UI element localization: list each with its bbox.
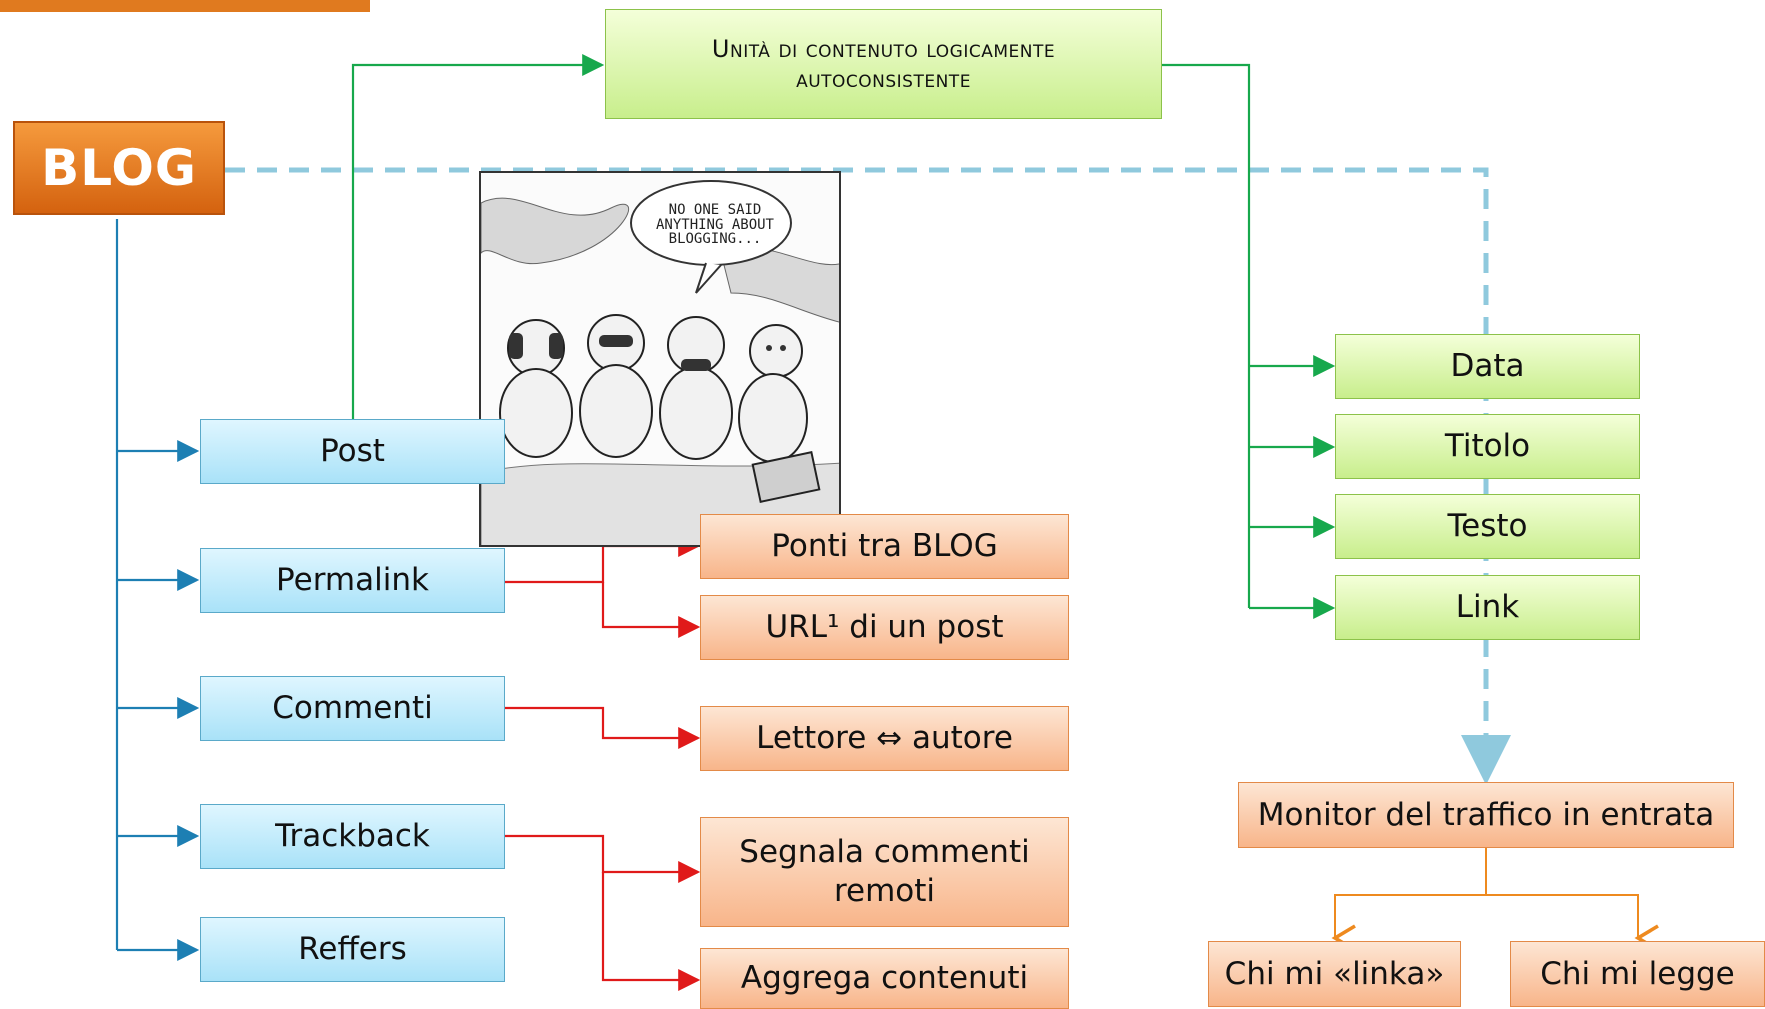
speech-bubble-text: NO ONE SAID ANYTHING ABOUT BLOGGING...: [655, 202, 774, 248]
red-trackback-aggrega: [601, 872, 701, 991]
blog-root-box: BLOG: [13, 121, 225, 215]
monitor-traffico-box: Monitor del traffico in entrata: [1238, 782, 1734, 848]
orange-monitor-branch: [1331, 848, 1487, 952]
link-box: Link: [1335, 575, 1640, 640]
lettore-autore-box: Lettore ⇔ autore: [700, 706, 1069, 771]
chi-mi-legge-box: Chi mi legge: [1510, 941, 1765, 1007]
cartoon-drawing: [481, 180, 839, 545]
unit-box: Unità di contenuto logicamente autoconsi…: [605, 9, 1162, 119]
permalink-box: Permalink: [200, 548, 505, 613]
red-permalink-url: [601, 582, 701, 638]
segnala-commenti-box: Segnala commenti remoti: [700, 817, 1069, 927]
top-accent-bar: [0, 0, 370, 12]
testo-box: Testo: [1335, 494, 1640, 559]
trackback-box: Trackback: [200, 804, 505, 869]
red-trackback-segnala: [505, 834, 701, 883]
titolo-box: Titolo: [1335, 414, 1640, 479]
reffers-box: Reffers: [200, 917, 505, 982]
chi-mi-linka-box: Chi mi «linka»: [1208, 941, 1461, 1007]
unit-line-1: Unità di contenuto logicamente: [711, 35, 1056, 63]
aggrega-contenuti-box: Aggrega contenuti: [700, 948, 1069, 1009]
orange-monitor-branch-right: [1486, 894, 1659, 952]
url-post-box: URL¹ di un post: [700, 595, 1069, 660]
green-unit-trunk: [1162, 63, 1251, 608]
monkeys-cartoon-image: NO ONE SAID ANYTHING ABOUT BLOGGING...: [479, 171, 841, 547]
ponti-tra-blog-box: Ponti tra BLOG: [700, 514, 1069, 579]
commenti-box: Commenti: [200, 676, 505, 741]
red-permalink-trunk: [505, 535, 701, 584]
unit-line-2: autoconsistente: [796, 65, 971, 93]
post-box: Post: [200, 419, 505, 484]
red-commenti: [505, 706, 701, 749]
green-post-to-unit: [351, 54, 605, 419]
data-box: Data: [1335, 334, 1640, 399]
